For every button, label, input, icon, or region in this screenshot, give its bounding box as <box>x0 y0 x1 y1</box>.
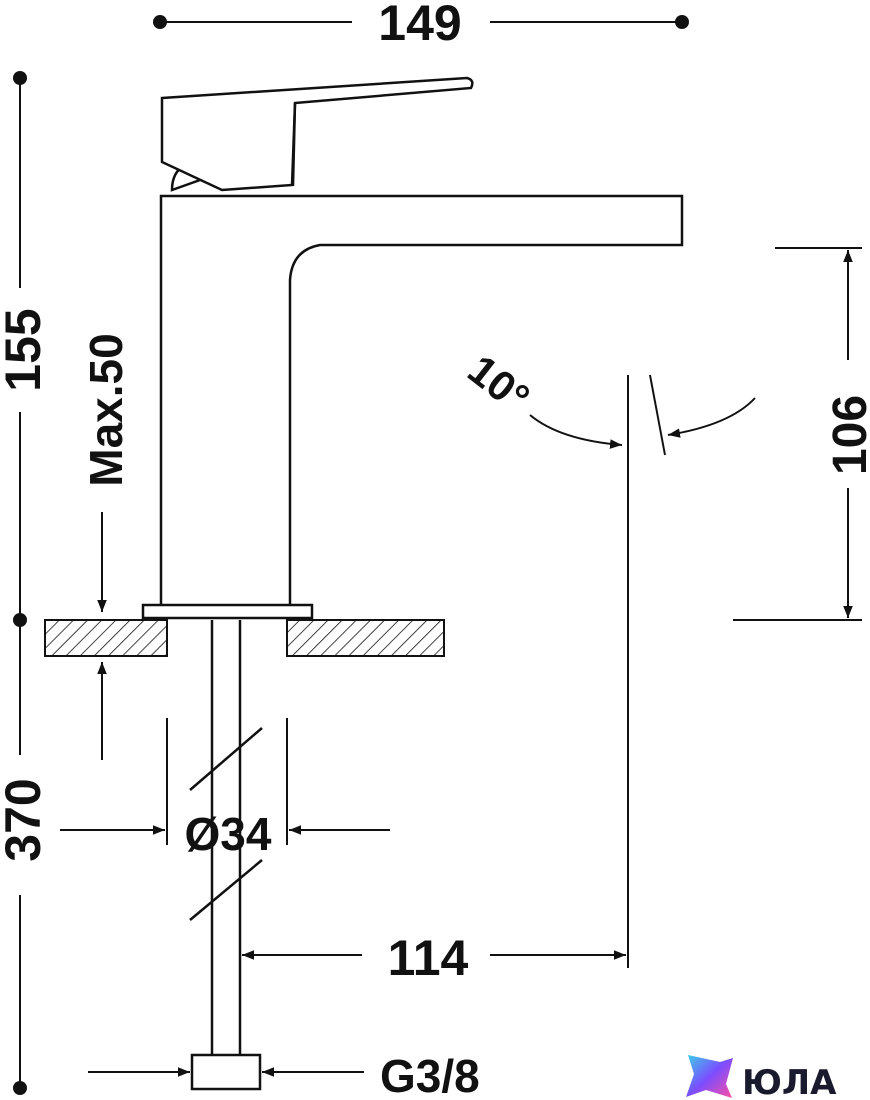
faucet-handle <box>160 76 474 192</box>
dimension-spout-height: 106 <box>733 247 870 621</box>
angle-arc-right <box>667 397 756 438</box>
dimension-reach: 114 <box>242 375 629 986</box>
faucet-spout <box>159 194 684 608</box>
supply-pipe <box>189 620 263 1091</box>
handle-edge <box>291 102 297 187</box>
break-line <box>189 727 263 791</box>
pipe-length-label: 370 <box>0 778 51 861</box>
pipe-connector <box>190 1053 262 1091</box>
break-line <box>189 859 263 921</box>
dimension-pipe-length: 370 <box>0 620 51 1095</box>
dim-end-dot <box>13 1081 27 1095</box>
faucet-base-flange <box>141 603 314 620</box>
dimension-angle: 10° <box>459 346 756 456</box>
height-label: 155 <box>0 308 51 391</box>
logo-star-icon <box>686 1055 733 1098</box>
diameter-label: Ø34 <box>185 808 272 860</box>
dimension-deck-thickness: Max.50 <box>80 333 132 760</box>
handle-lever <box>160 76 474 192</box>
countertop-left <box>44 619 168 657</box>
brand-logo: ЮЛА <box>686 1055 837 1100</box>
angle-arc-left <box>529 414 623 449</box>
spout-height-label: 106 <box>824 395 870 475</box>
dimension-width: 149 <box>153 0 689 51</box>
reach-label: 114 <box>388 930 469 986</box>
dimension-thread: G3/8 <box>88 1050 480 1100</box>
dimension-diameter: Ø34 <box>60 718 390 860</box>
dimension-height: 155 <box>0 71 51 627</box>
countertop <box>44 619 445 657</box>
countertop-right <box>286 619 445 657</box>
logo-text: ЮЛА <box>742 1063 837 1100</box>
faucet-body <box>141 194 684 620</box>
max-deck-label: Max.50 <box>80 333 132 486</box>
width-label: 149 <box>378 0 461 51</box>
angle-line <box>649 374 666 456</box>
angle-label: 10° <box>459 346 538 422</box>
thread-label: G3/8 <box>380 1050 480 1100</box>
